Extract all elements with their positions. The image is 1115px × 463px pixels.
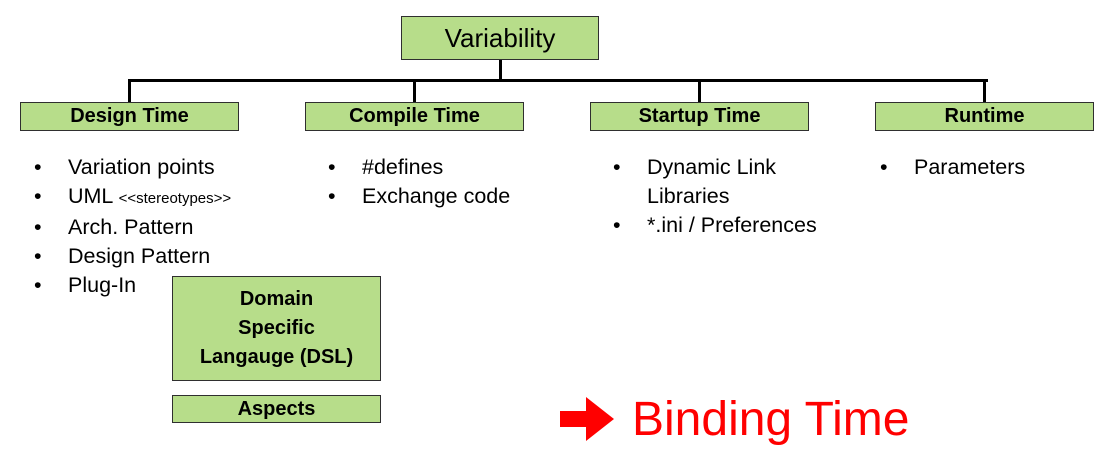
connector-compile bbox=[413, 79, 416, 102]
connector-runtime bbox=[983, 79, 986, 102]
connector-horizontal bbox=[128, 79, 988, 82]
runtime-box: Runtime bbox=[875, 102, 1094, 131]
dsl-box: Domain Specific Langauge (DSL) bbox=[172, 276, 381, 381]
compile-time-label: Compile Time bbox=[349, 105, 480, 127]
list-item: Variation points bbox=[34, 153, 294, 182]
design-time-list: Variation points UML <<stereotypes>> Arc… bbox=[34, 153, 294, 300]
aspects-label: Aspects bbox=[237, 397, 316, 420]
list-item: Parameters bbox=[880, 153, 1080, 182]
right-arrow-icon bbox=[560, 397, 614, 441]
design-time-box: Design Time bbox=[20, 102, 239, 131]
list-item: Design Pattern bbox=[34, 242, 294, 271]
list-item: Arch. Pattern bbox=[34, 213, 294, 242]
runtime-list: Parameters bbox=[880, 153, 1080, 182]
list-item: *.ini / Preferences bbox=[613, 211, 853, 240]
startup-time-list: Dynamic Link Libraries *.ini / Preferenc… bbox=[613, 153, 853, 240]
variability-root-box: Variability bbox=[401, 16, 599, 60]
stereotypes-annotation: <<stereotypes>> bbox=[118, 190, 232, 207]
startup-time-label: Startup Time bbox=[638, 105, 761, 127]
dsl-line: Langauge (DSL) bbox=[199, 346, 354, 368]
binding-time-text: Binding Time bbox=[632, 392, 910, 446]
connector-startup bbox=[698, 79, 701, 102]
dsl-line: Specific bbox=[238, 317, 315, 339]
startup-time-box: Startup Time bbox=[590, 102, 809, 131]
list-item: Plug-In bbox=[34, 271, 294, 300]
compile-time-list: #defines Exchange code bbox=[328, 153, 568, 211]
list-item: UML <<stereotypes>> bbox=[34, 182, 294, 213]
binding-time-conclusion: Binding Time bbox=[560, 388, 909, 450]
connector-root-stem bbox=[499, 60, 502, 81]
list-item: #defines bbox=[328, 153, 568, 182]
connector-design bbox=[128, 79, 131, 102]
compile-time-box: Compile Time bbox=[305, 102, 524, 131]
design-time-label: Design Time bbox=[70, 105, 189, 127]
list-item: Dynamic Link Libraries bbox=[613, 153, 807, 211]
dsl-line: Domain bbox=[239, 288, 314, 310]
aspects-box: Aspects bbox=[172, 395, 381, 423]
runtime-label: Runtime bbox=[944, 105, 1025, 127]
list-item: Exchange code bbox=[328, 182, 568, 211]
root-label: Variability bbox=[444, 22, 556, 53]
